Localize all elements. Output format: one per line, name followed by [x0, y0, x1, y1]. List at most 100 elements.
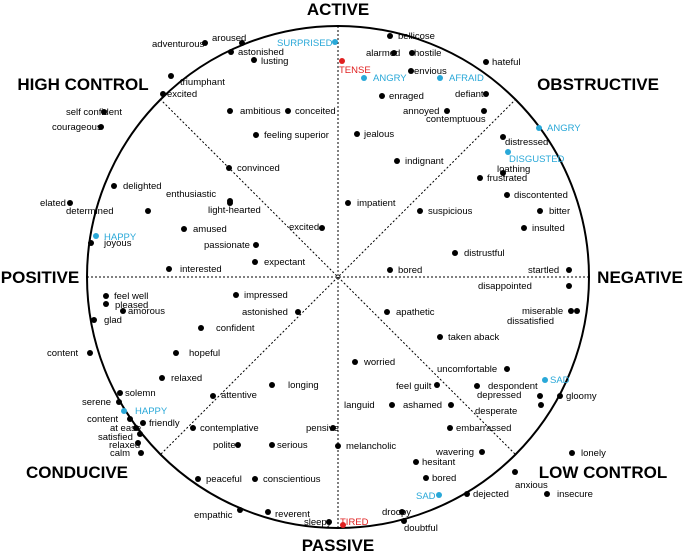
emotion-dot-desperate — [538, 402, 544, 408]
axis-label-obstructive: OBSTRUCTIVE — [537, 75, 659, 94]
emotion-label-joyous: joyous — [103, 238, 132, 249]
emotion-dot-passionate — [253, 242, 259, 248]
emotion-label-indignant: indignant — [405, 156, 444, 167]
emotion-dot-convinced — [226, 165, 232, 171]
emotion-dot-bored — [423, 475, 429, 481]
emotion-dot-pleased — [103, 301, 109, 307]
emotion-label-gloomy: gloomy — [566, 391, 597, 402]
emotion-dot-amorous — [120, 308, 126, 314]
emotion-label-excited: excited — [289, 222, 319, 233]
emotion-dot-enthusiastic — [227, 198, 233, 204]
emotion-label-confident: confident — [216, 323, 255, 334]
emotion-dot-calm — [138, 450, 144, 456]
emotion-dot-depressed — [537, 393, 543, 399]
emotion-dot-joyous — [88, 240, 94, 246]
emotion-dot-expectant — [252, 259, 258, 265]
emotion-label-bitter: bitter — [549, 206, 570, 217]
emotion-dot-longing — [269, 382, 275, 388]
emotion-dot-pensive — [330, 425, 336, 431]
emotion-label-languid: languid — [344, 400, 375, 411]
emotion-dot-tired — [340, 522, 346, 528]
emotion-dot-contemplative — [190, 425, 196, 431]
emotion-dot-elated — [67, 200, 73, 206]
emotion-label-discontented: discontented — [514, 190, 568, 201]
emotion-label-courageous: courageous — [52, 122, 102, 133]
emotion-dot-triumphant — [168, 73, 174, 79]
emotion-dot-content — [87, 350, 93, 356]
emotion-label-excited: excited — [167, 89, 197, 100]
emotion-label-startled: startled — [528, 265, 559, 276]
emotion-label-conscientious: conscientious — [263, 474, 321, 485]
emotion-dot-bored — [387, 267, 393, 273]
emotion-label-calm: calm — [110, 448, 130, 459]
emotion-dot-interested — [166, 266, 172, 272]
emotion-label-worried: worried — [363, 357, 395, 368]
emotion-label-hostile: hostile — [414, 48, 441, 59]
emotion-dot-indignant — [394, 158, 400, 164]
emotion-dot-polite — [235, 442, 241, 448]
emotion-dot-sad — [542, 377, 548, 383]
emotion-label-serious: serious — [277, 440, 308, 451]
emotion-dot-confident — [198, 325, 204, 331]
emotion-label-tense: TENSE — [339, 65, 371, 76]
diagonal-axis-line-b — [159, 98, 517, 456]
emotion-label-desperate: desperate — [475, 406, 517, 417]
emotion-dot-hostile — [409, 50, 415, 56]
emotion-dot-glad — [91, 317, 97, 323]
emotion-label-embarrassed: embarrassed — [456, 423, 511, 434]
emotion-label-taken-aback: taken aback — [448, 332, 499, 343]
emotion-label-hopeful: hopeful — [189, 348, 220, 359]
emotion-label-empathic: empathic — [194, 510, 233, 521]
emotion-dot-defiant — [483, 91, 489, 97]
emotion-label-satisfied: satisfied — [98, 432, 133, 443]
emotion-dot-relaxed — [135, 440, 141, 446]
emotion-dot-delighted — [111, 183, 117, 189]
emotion-dot-disappointed — [566, 283, 572, 289]
emotion-dot-apathetic — [384, 309, 390, 315]
emotion-label-hesitant: hesitant — [422, 457, 456, 468]
axis-label-high-control: HIGH CONTROL — [17, 75, 148, 94]
emotion-label-happy: HAPPY — [104, 232, 137, 243]
emotion-label-astonished: astonished — [238, 47, 284, 58]
emotion-label-solemn: solemn — [125, 388, 156, 399]
emotion-label-frustrated: frustrated — [487, 173, 527, 184]
emotion-dot-determined — [145, 208, 151, 214]
emotion-dot-taken-aback — [437, 334, 443, 340]
emotion-label-loathing: loathing — [497, 164, 530, 175]
emotion-label-passionate: passionate — [204, 240, 250, 251]
emotion-dot-loathing — [500, 170, 506, 176]
emotion-label-afraid: AFRAID — [449, 73, 484, 84]
diagonal-axis-line-a — [159, 98, 517, 456]
emotion-dot-droopy — [399, 509, 405, 515]
emotion-label-ashamed: ashamed — [403, 400, 442, 411]
emotion-dot-reverent — [265, 509, 271, 515]
emotion-label-contemplative: contemplative — [200, 423, 259, 434]
emotion-label-doubtful: doubtful — [404, 523, 438, 534]
emotion-dot-afraid — [437, 75, 443, 81]
emotion-dot-worried — [352, 359, 358, 365]
emotion-label-uncomfortable: uncomfortable — [437, 364, 497, 375]
emotion-dot-self-confident — [101, 109, 107, 115]
emotion-dot-sleepy — [326, 519, 332, 525]
emotion-label-feel-well: feel well — [114, 291, 148, 302]
emotion-dot-happy — [93, 233, 99, 239]
emotion-label-sleepy: sleepy — [304, 517, 332, 528]
emotion-label-sad: SAD — [550, 375, 570, 386]
emotion-label-interested: interested — [180, 264, 222, 275]
emotion-dot-hopeful — [173, 350, 179, 356]
emotion-dot-enraged — [379, 93, 385, 99]
emotion-dot-distressed — [500, 134, 506, 140]
emotion-dot-frustrated — [477, 175, 483, 181]
emotion-label-content: content — [87, 414, 119, 425]
emotion-dot-content — [127, 416, 133, 422]
emotion-dot-hateful — [483, 59, 489, 65]
emotion-label-relaxed: relaxed — [109, 440, 140, 451]
emotion-label-hateful: hateful — [492, 57, 521, 68]
emotion-dot-dissatisfied — [574, 308, 580, 314]
emotion-label-convinced: convinced — [237, 163, 280, 174]
emotion-label-tired: TIRED — [340, 517, 369, 528]
emotion-label-elated: elated — [40, 198, 66, 209]
emotion-dot-bellicose — [387, 33, 393, 39]
emotion-dot-excited — [319, 225, 325, 231]
